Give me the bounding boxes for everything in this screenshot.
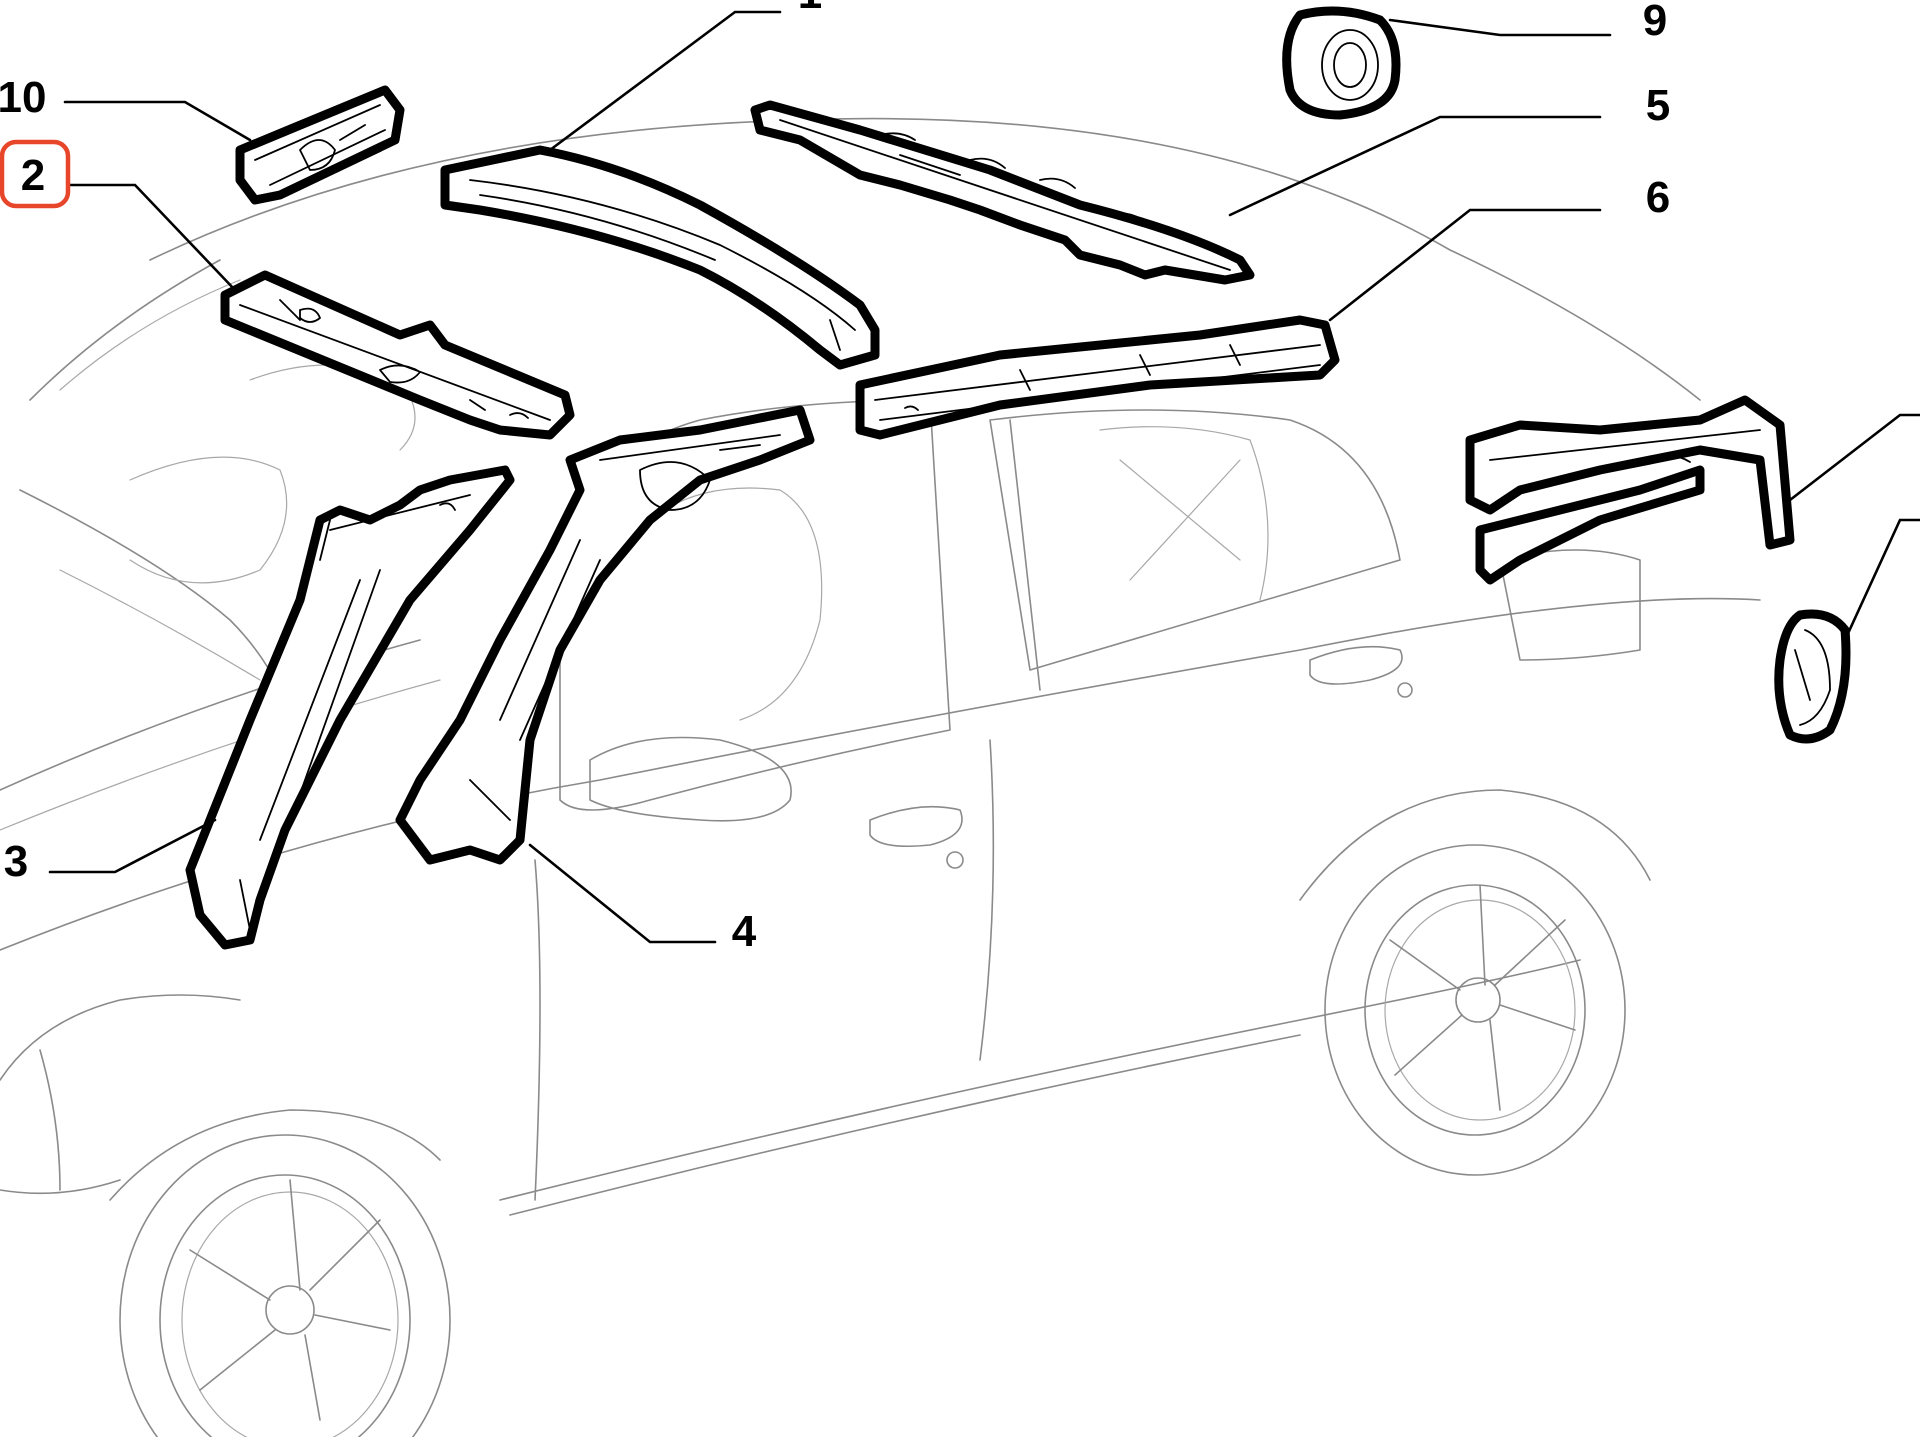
callout-5[interactable]: 5 — [1646, 81, 1670, 130]
callout-6[interactable]: 6 — [1646, 173, 1670, 222]
callout-4[interactable]: 4 — [732, 907, 757, 956]
callout-labels: 1 10 2 3 4 5 6 9 — [0, 0, 1670, 956]
callout-2[interactable]: 2 — [21, 151, 45, 200]
part-2-front-roof-crossmember[interactable] — [220, 270, 575, 440]
callout-2-highlight — [0, 139, 71, 209]
part-5-roof-side-member[interactable] — [750, 100, 1255, 285]
part-rear-pillar-assembly[interactable] — [1465, 395, 1795, 585]
part-1-roof-rail[interactable] — [440, 145, 880, 370]
callout-9[interactable]: 9 — [1643, 0, 1667, 45]
callout-1[interactable]: 1 — [798, 0, 822, 18]
part-9-cap[interactable] — [1282, 6, 1401, 120]
part-4-pillar[interactable] — [395, 405, 815, 865]
part-6-side-rail[interactable] — [855, 315, 1340, 440]
callout-10[interactable]: 10 — [0, 73, 46, 122]
part-10-bracket[interactable] — [235, 85, 405, 205]
callout-3[interactable]: 3 — [4, 837, 28, 886]
part-3-a-pillar-left[interactable] — [185, 465, 515, 950]
part-rear-cover[interactable] — [1774, 609, 1851, 744]
leader-lines — [48, 10, 1920, 944]
